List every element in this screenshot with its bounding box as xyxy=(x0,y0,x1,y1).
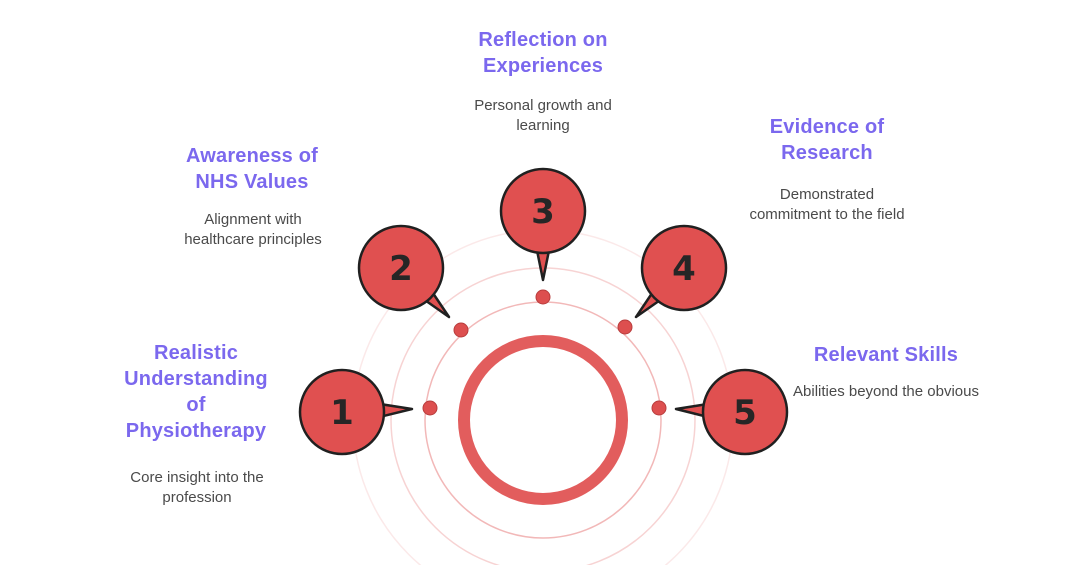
center-ring xyxy=(458,335,628,505)
bubble-4 xyxy=(640,224,728,312)
marker-dot-3 xyxy=(535,289,551,305)
item-2-title: Awareness of NHS Values xyxy=(185,145,319,193)
marker-dot-2 xyxy=(453,322,469,338)
bubble-2 xyxy=(357,224,445,312)
item-3-title: Reflection on Experiences xyxy=(478,29,608,77)
item-5-subtitle: Abilities beyond the obvious xyxy=(793,383,979,400)
bubble-2-number: 2 xyxy=(389,249,413,289)
bubble-4-number: 4 xyxy=(672,249,696,289)
item-5-title: Relevant Skills xyxy=(813,344,959,366)
item-1-title: Realistic Understanding of Physiotherapy xyxy=(124,342,268,442)
bubble-1 xyxy=(298,368,386,456)
bubble-3 xyxy=(499,167,587,255)
bubble-3-number: 3 xyxy=(531,192,555,232)
bubble-5 xyxy=(701,368,789,456)
marker-dot-4 xyxy=(617,319,633,335)
item-2-subtitle: Alignment with healthcare principles xyxy=(184,211,322,248)
item-4-title: Evidence of Research xyxy=(769,116,885,164)
bubble-1-number: 1 xyxy=(330,393,354,433)
bubble-5-number: 5 xyxy=(733,393,757,433)
item-1-subtitle: Core insight into the profession xyxy=(130,469,264,506)
item-3-subtitle: Personal growth and learning xyxy=(474,97,612,134)
item-4-subtitle: Demonstrated commitment to the field xyxy=(749,186,905,223)
marker-dot-5 xyxy=(651,400,667,416)
marker-dot-1 xyxy=(422,400,438,416)
